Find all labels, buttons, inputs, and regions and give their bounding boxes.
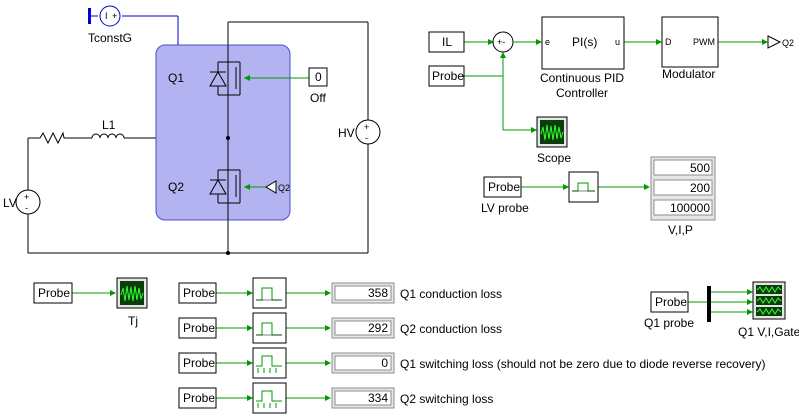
loss-caption: Q2 conduction loss <box>400 322 502 336</box>
loss-switching-filter[interactable] <box>252 347 287 379</box>
lv-label: LV <box>3 196 17 210</box>
scope-label: Scope <box>537 151 571 165</box>
pid-port-out: u <box>615 37 620 47</box>
tj-scope[interactable]: Tj <box>116 277 148 328</box>
lv-probe-filter[interactable] <box>568 171 599 203</box>
q2-output-tag-label: Q2 <box>782 38 794 48</box>
svg-text:+: + <box>112 11 117 21</box>
loss-probe-label: Probe <box>183 391 215 405</box>
q1-probe-label: Probe <box>655 295 687 309</box>
lv-voltage-source[interactable]: + - LV <box>3 189 41 215</box>
loss-filter[interactable] <box>252 277 287 309</box>
pid-caption-line1: Continuous PID <box>540 71 624 85</box>
half-bridge-subsystem[interactable]: Q1 Q2 Q2 <box>155 44 314 221</box>
loss-display[interactable]: 292 <box>331 317 395 339</box>
svg-text:I: I <box>105 11 108 21</box>
loss-value: 0 <box>381 356 388 370</box>
q1-probe-block[interactable]: Probe Q1 probe <box>644 291 694 330</box>
svg-text:+: + <box>24 192 29 202</box>
demux-bar[interactable] <box>707 286 711 322</box>
off-constant-block[interactable]: 0 Off <box>308 67 328 105</box>
off-constant-value: 0 <box>315 70 322 84</box>
pid-probe-block[interactable]: Probe <box>428 65 465 87</box>
loss-value: 292 <box>368 321 388 335</box>
sum-signs: +- <box>497 37 505 47</box>
loss-filter[interactable] <box>252 312 287 344</box>
loss-probe-label: Probe <box>183 286 215 300</box>
loss-probe-block[interactable]: Probe <box>178 317 217 339</box>
tconstg-constant-tag[interactable]: I + TconstG <box>88 5 179 45</box>
svg-text:-: - <box>365 133 368 143</box>
modulator-caption: Modulator <box>662 67 715 81</box>
tj-probe-block[interactable]: Probe <box>33 282 73 304</box>
pid-probe-label: Probe <box>432 69 464 83</box>
loss-value: 334 <box>368 391 388 405</box>
il-probe-input[interactable]: IL <box>428 31 465 53</box>
pid-caption-line2: Controller <box>556 86 608 100</box>
loss-row-1: Probe 358 Q1 conduction loss <box>178 277 502 309</box>
loss-probe-label: Probe <box>183 321 215 335</box>
lv-probe-caption: LV probe <box>481 201 529 215</box>
loss-row-3: Probe 0 Q1 switching loss (should not be… <box>178 347 766 379</box>
loss-probe-block[interactable]: Probe <box>178 282 217 304</box>
loss-caption: Q1 conduction loss <box>400 287 502 301</box>
vip-value-1: 500 <box>690 161 710 175</box>
tj-wiring <box>72 290 116 296</box>
inductor-l1-label: L1 <box>102 118 116 132</box>
q2-switch[interactable]: Q2 Q2 <box>168 169 290 204</box>
svg-text:+: + <box>364 122 369 132</box>
loss-display[interactable]: 0 <box>331 352 395 374</box>
pid-section <box>464 39 768 133</box>
il-label: IL <box>442 35 452 49</box>
modulator-port-in: D <box>665 37 672 47</box>
pid-block-text: PI(s) <box>572 35 597 49</box>
hv-voltage-source[interactable]: + - HV <box>338 119 381 145</box>
q1-probe-caption: Q1 probe <box>644 316 694 330</box>
inductor-l1[interactable]: L1 <box>91 118 126 139</box>
sum-junction[interactable]: +- <box>492 31 514 53</box>
loss-probe-block[interactable]: Probe <box>178 352 217 374</box>
loss-row-4: Probe 334 Q2 switching loss <box>178 382 493 414</box>
vip-display[interactable]: 500 200 100000 V,I,P <box>650 156 716 237</box>
q2-output-tag[interactable]: Q2 <box>767 35 794 49</box>
vip-value-2: 200 <box>690 181 710 195</box>
q1-vigate-scope[interactable]: Q1 V,I,Gate <box>738 281 799 339</box>
q2-label: Q2 <box>168 180 184 194</box>
q2-gate-tag: Q2 <box>278 183 290 193</box>
loss-switching-filter[interactable] <box>252 382 287 414</box>
loss-probe-block[interactable]: Probe <box>178 387 217 409</box>
lv-probe-block[interactable]: Probe LV probe <box>481 176 529 215</box>
loss-probe-label: Probe <box>183 356 215 370</box>
vip-value-3: 100000 <box>670 201 710 215</box>
loss-display[interactable]: 358 <box>331 282 395 304</box>
loss-display[interactable]: 334 <box>331 387 395 409</box>
modulator-block[interactable]: D PWM Modulator <box>661 16 719 81</box>
loss-caption: Q2 switching loss <box>400 392 493 406</box>
loss-row-2: Probe 292 Q2 conduction loss <box>178 312 502 344</box>
pid-port-in: e <box>545 37 550 47</box>
q1-switch[interactable]: Q1 <box>168 61 314 96</box>
vip-caption: V,I,P <box>668 223 693 237</box>
q1-label: Q1 <box>168 71 184 85</box>
pid-controller-block[interactable]: e PI(s) u Continuous PID Controller <box>540 16 625 100</box>
loss-caption: Q1 switching loss (should not be zero du… <box>400 357 766 371</box>
hv-label: HV <box>338 126 355 140</box>
tconstg-label: TconstG <box>88 31 132 45</box>
loss-value: 358 <box>368 286 388 300</box>
tj-probe-label: Probe <box>38 286 70 300</box>
modulator-port-out: PWM <box>693 37 715 47</box>
tj-scope-caption: Tj <box>128 314 138 328</box>
svg-text:-: - <box>25 203 28 213</box>
off-constant-label: Off <box>310 91 326 105</box>
q1-scope-caption: Q1 V,I,Gate <box>738 325 799 339</box>
resistor-symbol[interactable] <box>39 131 65 145</box>
lv-probe-label: Probe <box>488 180 520 194</box>
q1-probe-wiring <box>688 289 753 315</box>
lv-probe-wiring <box>521 184 650 190</box>
pid-scope[interactable]: Scope <box>536 116 571 165</box>
